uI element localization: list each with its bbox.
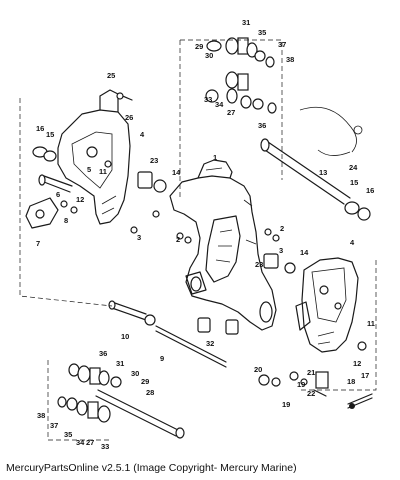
callout-labels: 1 2 2 3 3 4 4 5 6 7 8 9 10 11 11 12 12 1… [36, 18, 375, 451]
callout: 15 [350, 178, 358, 187]
callout: 12 [76, 195, 84, 204]
callout: 3 [137, 233, 141, 242]
callout: 6 [56, 190, 60, 199]
callout: 4 [140, 130, 145, 139]
callout: 38 [37, 411, 45, 420]
callout: 36 [99, 349, 107, 358]
callout: 10 [121, 332, 129, 341]
callout: 34 [76, 438, 85, 447]
callout: 30 [131, 369, 139, 378]
callout: 34 [215, 100, 224, 109]
callout: 35 [258, 28, 266, 37]
callout: 33 [204, 95, 212, 104]
callout: 15 [46, 130, 54, 139]
lower-tubes [19, 98, 377, 391]
callout: 29 [195, 42, 203, 51]
callout: 19 [282, 400, 290, 409]
callout: 9 [160, 354, 164, 363]
callout: 32 [206, 339, 214, 348]
callout: 27 [86, 438, 94, 447]
callout: 3 [279, 246, 283, 255]
callout: 29 [141, 377, 149, 386]
callout: 22 [307, 389, 315, 398]
left-clamp-bracket [57, 89, 131, 225]
callout: 23 [255, 260, 263, 269]
callout: 35 [64, 430, 72, 439]
top-bushing-stack [179, 37, 283, 200]
callout: 2 [280, 224, 284, 233]
image-caption: MercuryPartsOnline v2.5.1 (Image Copyrig… [6, 462, 297, 474]
callout: 18 [347, 377, 355, 386]
callout: 27 [227, 108, 235, 117]
bottom-right-parts [258, 341, 373, 409]
callout: 14 [300, 248, 309, 257]
callout: 23 [150, 156, 158, 165]
bottom-left-stack [47, 360, 185, 441]
left-parts [25, 92, 133, 229]
callout: 31 [116, 359, 124, 368]
callout: 37 [50, 421, 58, 430]
callout: 13 [319, 168, 327, 177]
callout: 1 [213, 153, 217, 162]
right-tube-parts [260, 106, 371, 221]
callout: 4 [350, 238, 355, 247]
swivel-bracket [169, 159, 277, 331]
callout: 24 [349, 163, 358, 172]
callout: 33 [101, 442, 109, 451]
callout: 11 [367, 319, 375, 328]
center-small-parts [130, 171, 296, 274]
callout: 19 [297, 380, 305, 389]
callout: 36 [258, 121, 266, 130]
callout: 16 [36, 124, 44, 133]
callout: 31 [242, 18, 250, 27]
callout: 28 [146, 388, 154, 397]
callout: 14 [172, 168, 181, 177]
callout: 30 [205, 51, 213, 60]
callout: 16 [366, 186, 374, 195]
callout: 11 [99, 167, 107, 176]
callout: 8 [64, 216, 68, 225]
callout: 26 [125, 113, 133, 122]
callout: 25 [107, 71, 115, 80]
callout: 38 [286, 55, 294, 64]
callout: 12 [353, 359, 361, 368]
callout: 21 [307, 368, 315, 377]
right-clamp-bracket [295, 257, 359, 353]
callout: 2 [176, 235, 180, 244]
callout: 7 [36, 239, 40, 248]
callout: 37 [278, 40, 286, 49]
callout: 20 [254, 365, 262, 374]
callout: 17 [361, 371, 369, 380]
callout: 5 [87, 165, 91, 174]
